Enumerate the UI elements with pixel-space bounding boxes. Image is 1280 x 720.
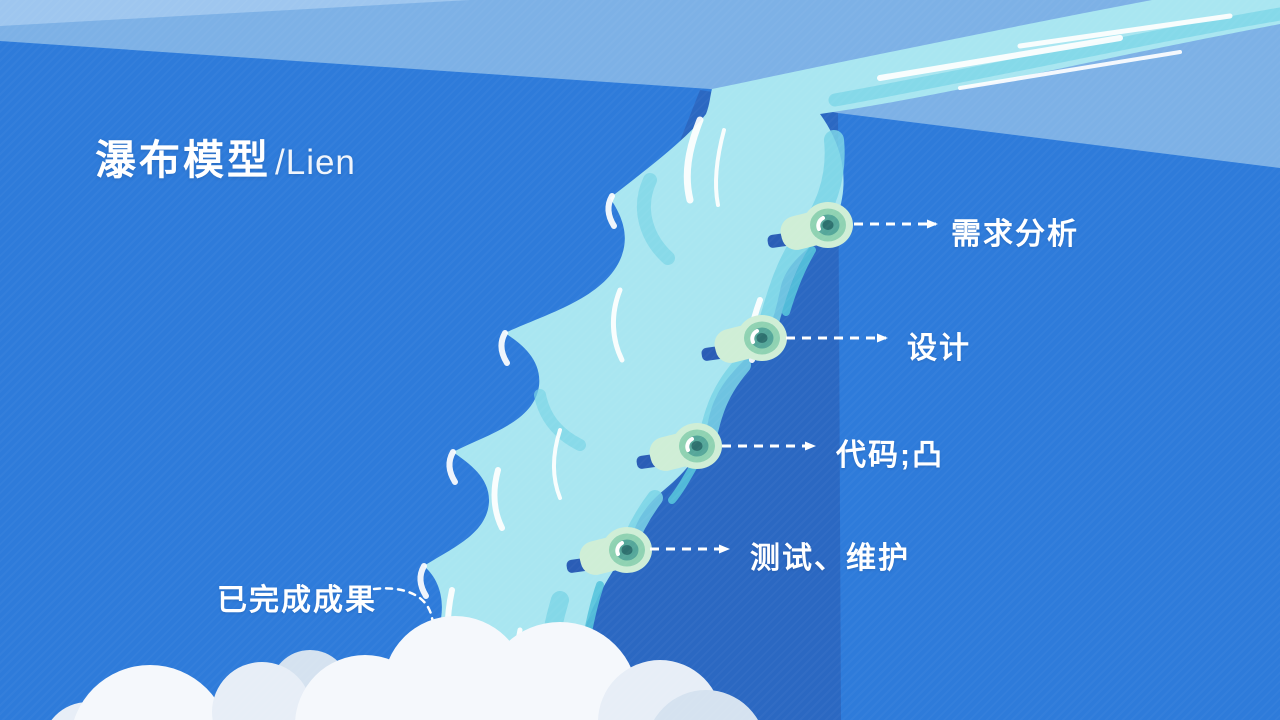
title-chinese: 瀑布模型 bbox=[95, 137, 271, 183]
cloud-foam bbox=[51, 616, 758, 720]
page-title: 瀑布模型/Lien bbox=[95, 126, 356, 186]
stage-label-test-maintain: 测试、维护 bbox=[750, 542, 910, 575]
roller-icon bbox=[701, 315, 787, 363]
roller-icon bbox=[566, 527, 652, 575]
ceiling-highlight bbox=[0, 0, 470, 26]
stage-rollers bbox=[566, 202, 853, 575]
title-latin: /Lien bbox=[275, 143, 356, 182]
stage-label-requirements: 需求分析 bbox=[951, 218, 1079, 251]
stage-label-code: 代码;凸 bbox=[836, 439, 944, 472]
result-label: 已完成成果 bbox=[217, 584, 377, 617]
roller-icon bbox=[767, 202, 853, 250]
stage-arrows bbox=[650, 219, 938, 554]
roller-icon bbox=[636, 423, 722, 471]
stage-label-design: 设计 bbox=[907, 332, 971, 365]
waterfall-mid-streaks bbox=[533, 7, 1280, 720]
